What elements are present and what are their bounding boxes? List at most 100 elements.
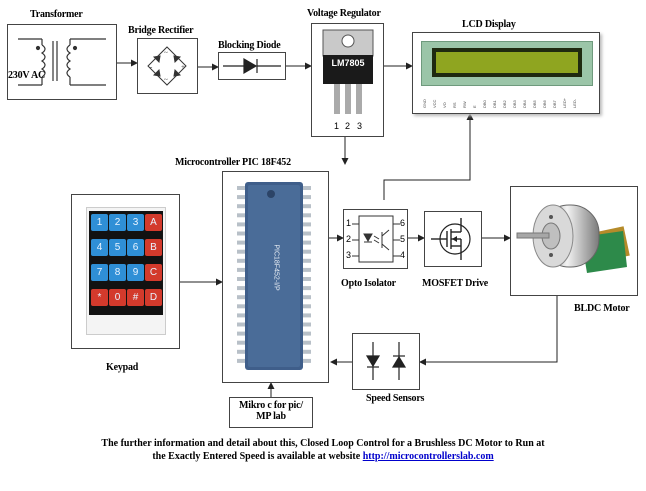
keypad-key[interactable]: 5 xyxy=(109,239,126,256)
ic-pin xyxy=(302,204,311,209)
keypad-key[interactable]: 2 xyxy=(109,214,126,231)
bridge-rectifier-block: ~ ~ - + xyxy=(137,38,198,94)
keypad-key[interactable]: 3 xyxy=(127,214,144,231)
lcd-screen xyxy=(432,48,582,77)
keypad-key[interactable]: B xyxy=(145,239,162,256)
ic-pin xyxy=(237,204,246,209)
voltage-regulator-block: LM7805 1 2 3 xyxy=(311,23,384,137)
website-link[interactable]: http://microcontrollerslab.com xyxy=(362,451,494,462)
microcontroller-label: Microcontroller PIC 18F452 xyxy=(175,157,291,168)
bridge-rectifier-label: Bridge Rectifier xyxy=(128,25,194,36)
lcd-pin-label: GND xyxy=(422,99,427,108)
keypad-key[interactable]: 1 xyxy=(91,214,108,231)
footer-line-1: The further information and detail about… xyxy=(101,438,545,449)
speed-sensors-label: Speed Sensors xyxy=(366,393,425,404)
lcd-pin-label: DB7 xyxy=(552,100,557,108)
ic-pin xyxy=(237,313,246,318)
svg-text:~: ~ xyxy=(164,76,168,84)
ic-pin xyxy=(302,304,311,309)
opto-pin-4: 4 xyxy=(400,250,406,260)
regulator-pin-3: 3 xyxy=(357,121,363,131)
svg-text:~: ~ xyxy=(164,49,168,57)
ic-pin xyxy=(237,258,246,263)
ic-pin xyxy=(302,258,311,263)
keypad-key[interactable]: 6 xyxy=(127,239,144,256)
ic-pin xyxy=(237,195,246,200)
lcd-display-label: LCD Display xyxy=(462,19,516,30)
ic-pin xyxy=(302,313,311,318)
blocking-diode-block xyxy=(218,52,286,80)
ic-pin xyxy=(302,286,311,291)
opto-pin-6: 6 xyxy=(400,218,406,228)
opto-pin-3: 3 xyxy=(346,250,352,260)
lcd-pin-label: DB0 xyxy=(482,100,487,108)
ic-pin xyxy=(302,222,311,227)
keypad-key[interactable]: 9 xyxy=(127,264,144,281)
keypad-key[interactable]: C xyxy=(145,264,162,281)
ic-pin xyxy=(237,358,246,363)
transformer-label: Transformer xyxy=(30,9,83,20)
lcd-pin-label: LED- xyxy=(572,98,577,108)
compiler-block: Mikro c for pic/ MP lab xyxy=(229,397,313,428)
ic-pin xyxy=(302,249,311,254)
keypad-key[interactable]: 4 xyxy=(91,239,108,256)
lcd-board xyxy=(421,41,593,86)
lcd-pin-label: VO xyxy=(442,102,447,108)
ic-pin xyxy=(237,295,246,300)
keypad-key[interactable]: A xyxy=(145,214,162,231)
svg-text:+: + xyxy=(181,63,185,71)
ic-pin xyxy=(302,331,311,336)
ic-pin xyxy=(237,304,246,309)
lcd-pin-label: DB5 xyxy=(532,100,537,108)
bldc-motor-label: BLDC Motor xyxy=(574,303,630,314)
ic-pin xyxy=(302,231,311,236)
ic-pin xyxy=(237,186,246,190)
keypad-key[interactable]: 7 xyxy=(91,264,108,281)
lcd-pin-label: RS xyxy=(452,102,457,108)
keypad-key[interactable]: * xyxy=(91,289,108,306)
keypad-key[interactable]: # xyxy=(127,289,144,306)
transformer-block xyxy=(7,24,117,100)
microcontroller-block: PIC18F452-I/P xyxy=(222,171,329,383)
ic-pin xyxy=(237,349,246,354)
lcd-screen-glass xyxy=(436,52,578,73)
keypad-key[interactable]: D xyxy=(145,289,162,306)
regulator-pin-1: 1 xyxy=(334,121,340,131)
lcd-pin-label: DB4 xyxy=(522,100,527,108)
lcd-pin-label: VCC xyxy=(432,99,437,108)
ic-pin xyxy=(237,240,246,245)
ic-pin xyxy=(302,322,311,327)
ic-pin xyxy=(237,331,246,336)
bldc-motor-block xyxy=(510,186,638,296)
blocking-diode-label: Blocking Diode xyxy=(218,40,281,51)
voltage-regulator-label: Voltage Regulator xyxy=(307,8,381,19)
wire-motor-sensors xyxy=(419,296,558,366)
keypad-key[interactable]: 0 xyxy=(109,289,126,306)
speed-sensors-block xyxy=(352,333,420,390)
mosfet-icon xyxy=(431,218,471,260)
wire-mcu-lcd xyxy=(383,113,474,200)
ic-pin xyxy=(237,322,246,327)
ic-pin xyxy=(237,222,246,227)
opto-pin-2: 2 xyxy=(346,234,352,244)
keypad-key[interactable]: 8 xyxy=(109,264,126,281)
optocoupler-icon xyxy=(352,215,400,263)
mosfet-drive-block xyxy=(424,211,482,267)
lcd-pin-label: E xyxy=(472,105,477,108)
lcd-pin-label: DB6 xyxy=(542,100,547,108)
compiler-line-2: MP lab xyxy=(256,411,286,422)
svg-text:-: - xyxy=(150,63,153,71)
ic-pin xyxy=(237,286,246,291)
opto-pin-5: 5 xyxy=(400,234,406,244)
lcd-pin-label: DB2 xyxy=(502,100,507,108)
mosfet-drive-label: MOSFET Drive xyxy=(422,278,489,289)
transformer-icon xyxy=(18,38,106,86)
bldc-motor-icon xyxy=(516,204,630,273)
ic-pin xyxy=(237,267,246,272)
